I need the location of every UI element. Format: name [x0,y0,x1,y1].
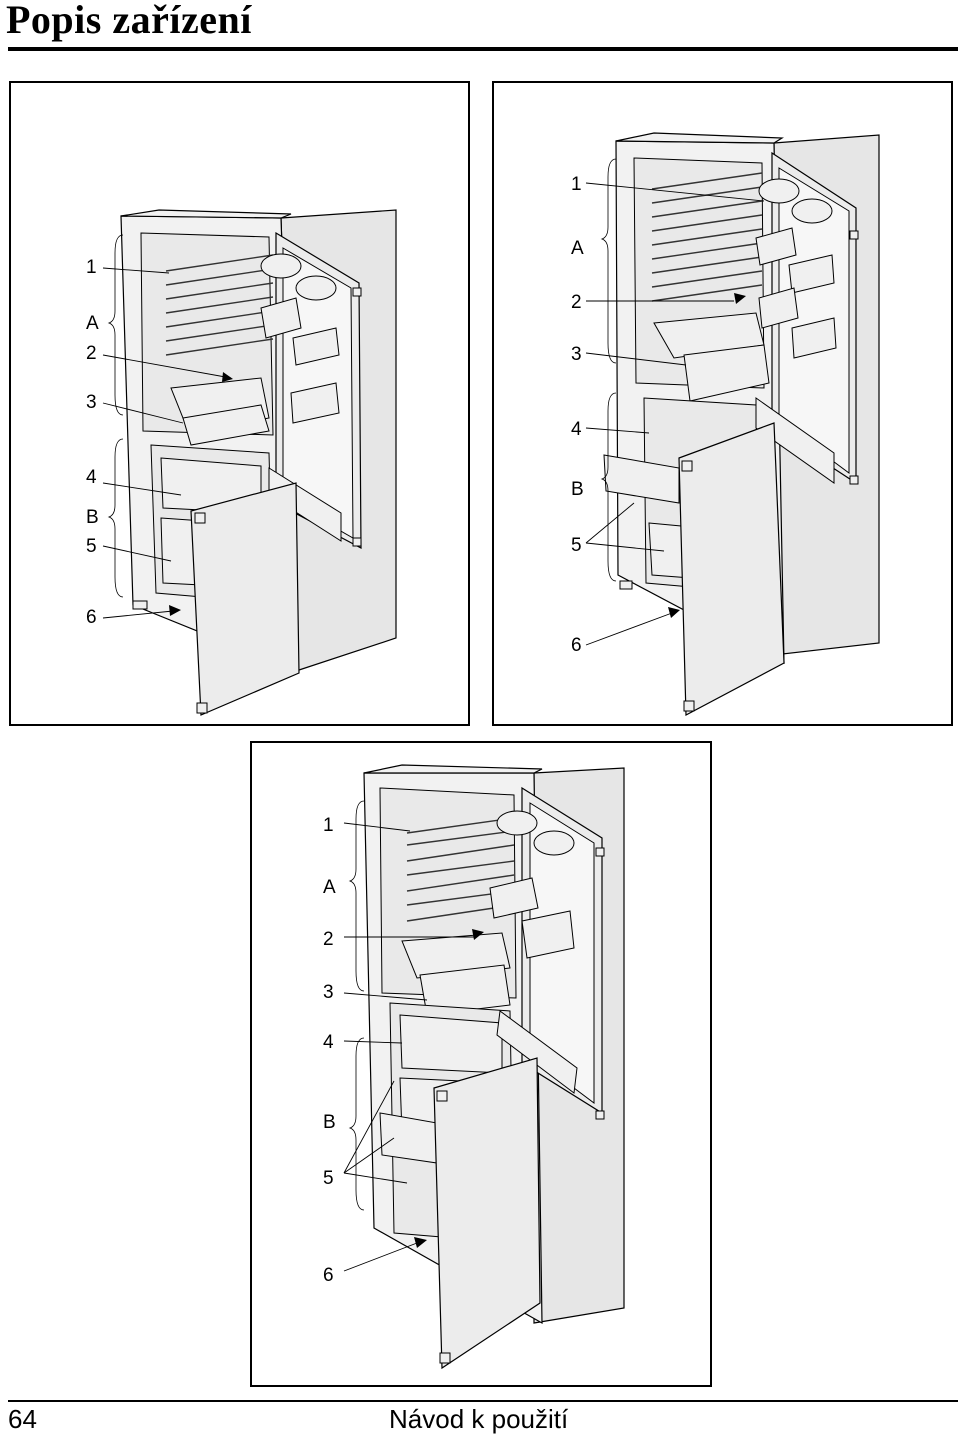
callout-label: 2 [571,292,582,313]
figure-panel-1: 1 A 2 3 4 B 5 6 [9,81,470,726]
footer-divider [8,1400,958,1402]
callout-label: 6 [571,635,582,656]
callout-label: B [86,507,99,528]
figure-panel-3: 1 A 2 3 4 B 5 6 [250,741,712,1387]
figure-panel-2: 1 A 2 3 4 B 5 6 [492,81,953,726]
callout-label: 4 [571,419,582,440]
title-divider [8,47,958,51]
callout-label: 1 [571,174,582,195]
page-title: Popis zařízení [6,0,252,42]
callout-label: 6 [323,1265,334,1286]
callout-label: B [571,479,584,500]
callout-label: 3 [571,344,582,365]
footer-title: Návod k použití [389,1404,569,1434]
page-number: 64 [8,1404,37,1434]
fridge-illustration: 1 A 2 3 4 B 5 6 [571,132,880,716]
callout-label: A [86,313,99,334]
callout-label: 3 [86,392,97,413]
callout-label: 5 [323,1168,334,1189]
fridge-illustration: 1 A 2 3 4 B 5 6 [86,209,397,716]
callout-label: 5 [571,535,582,556]
callout-label: 4 [323,1032,334,1053]
callout-label: B [323,1112,336,1133]
callout-label: 5 [86,536,97,557]
callout-label: 6 [86,607,97,628]
callout-label: 2 [323,929,334,950]
callout-label: 1 [86,257,97,278]
callout-label: 4 [86,467,97,488]
callout-label: A [323,877,336,898]
callout-label: A [571,238,584,259]
callout-label: 3 [323,982,334,1003]
callout-label: 2 [86,343,97,364]
callout-label: 1 [323,815,334,836]
fridge-illustration: 1 A 2 3 4 B 5 6 [323,764,625,1370]
